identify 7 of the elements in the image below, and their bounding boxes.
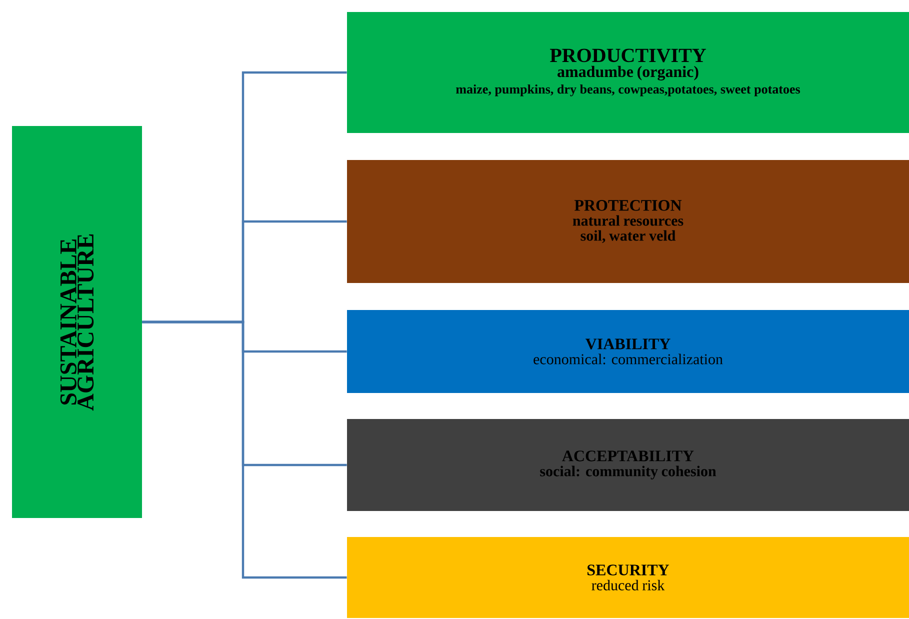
pillar-box: PROTECTION natural resources soil, water veld — [347, 160, 909, 283]
pillar-box: SECURITY reduced risk — [347, 537, 909, 618]
title-box: SUSTAINABLE AGRICULTURE — [12, 126, 142, 518]
pillar-box: PRODUCTIVITY amadumbe (organic) maize, pumpkins, dry beans, cowpeas,potatoes, sweet potatoes — [347, 12, 909, 133]
pillar-box: ACCEPTABILITY social: community cohesion — [347, 419, 909, 511]
connector-line — [142, 320, 347, 579]
pillar-box: VIABILITY economical: commercialization — [347, 310, 909, 393]
